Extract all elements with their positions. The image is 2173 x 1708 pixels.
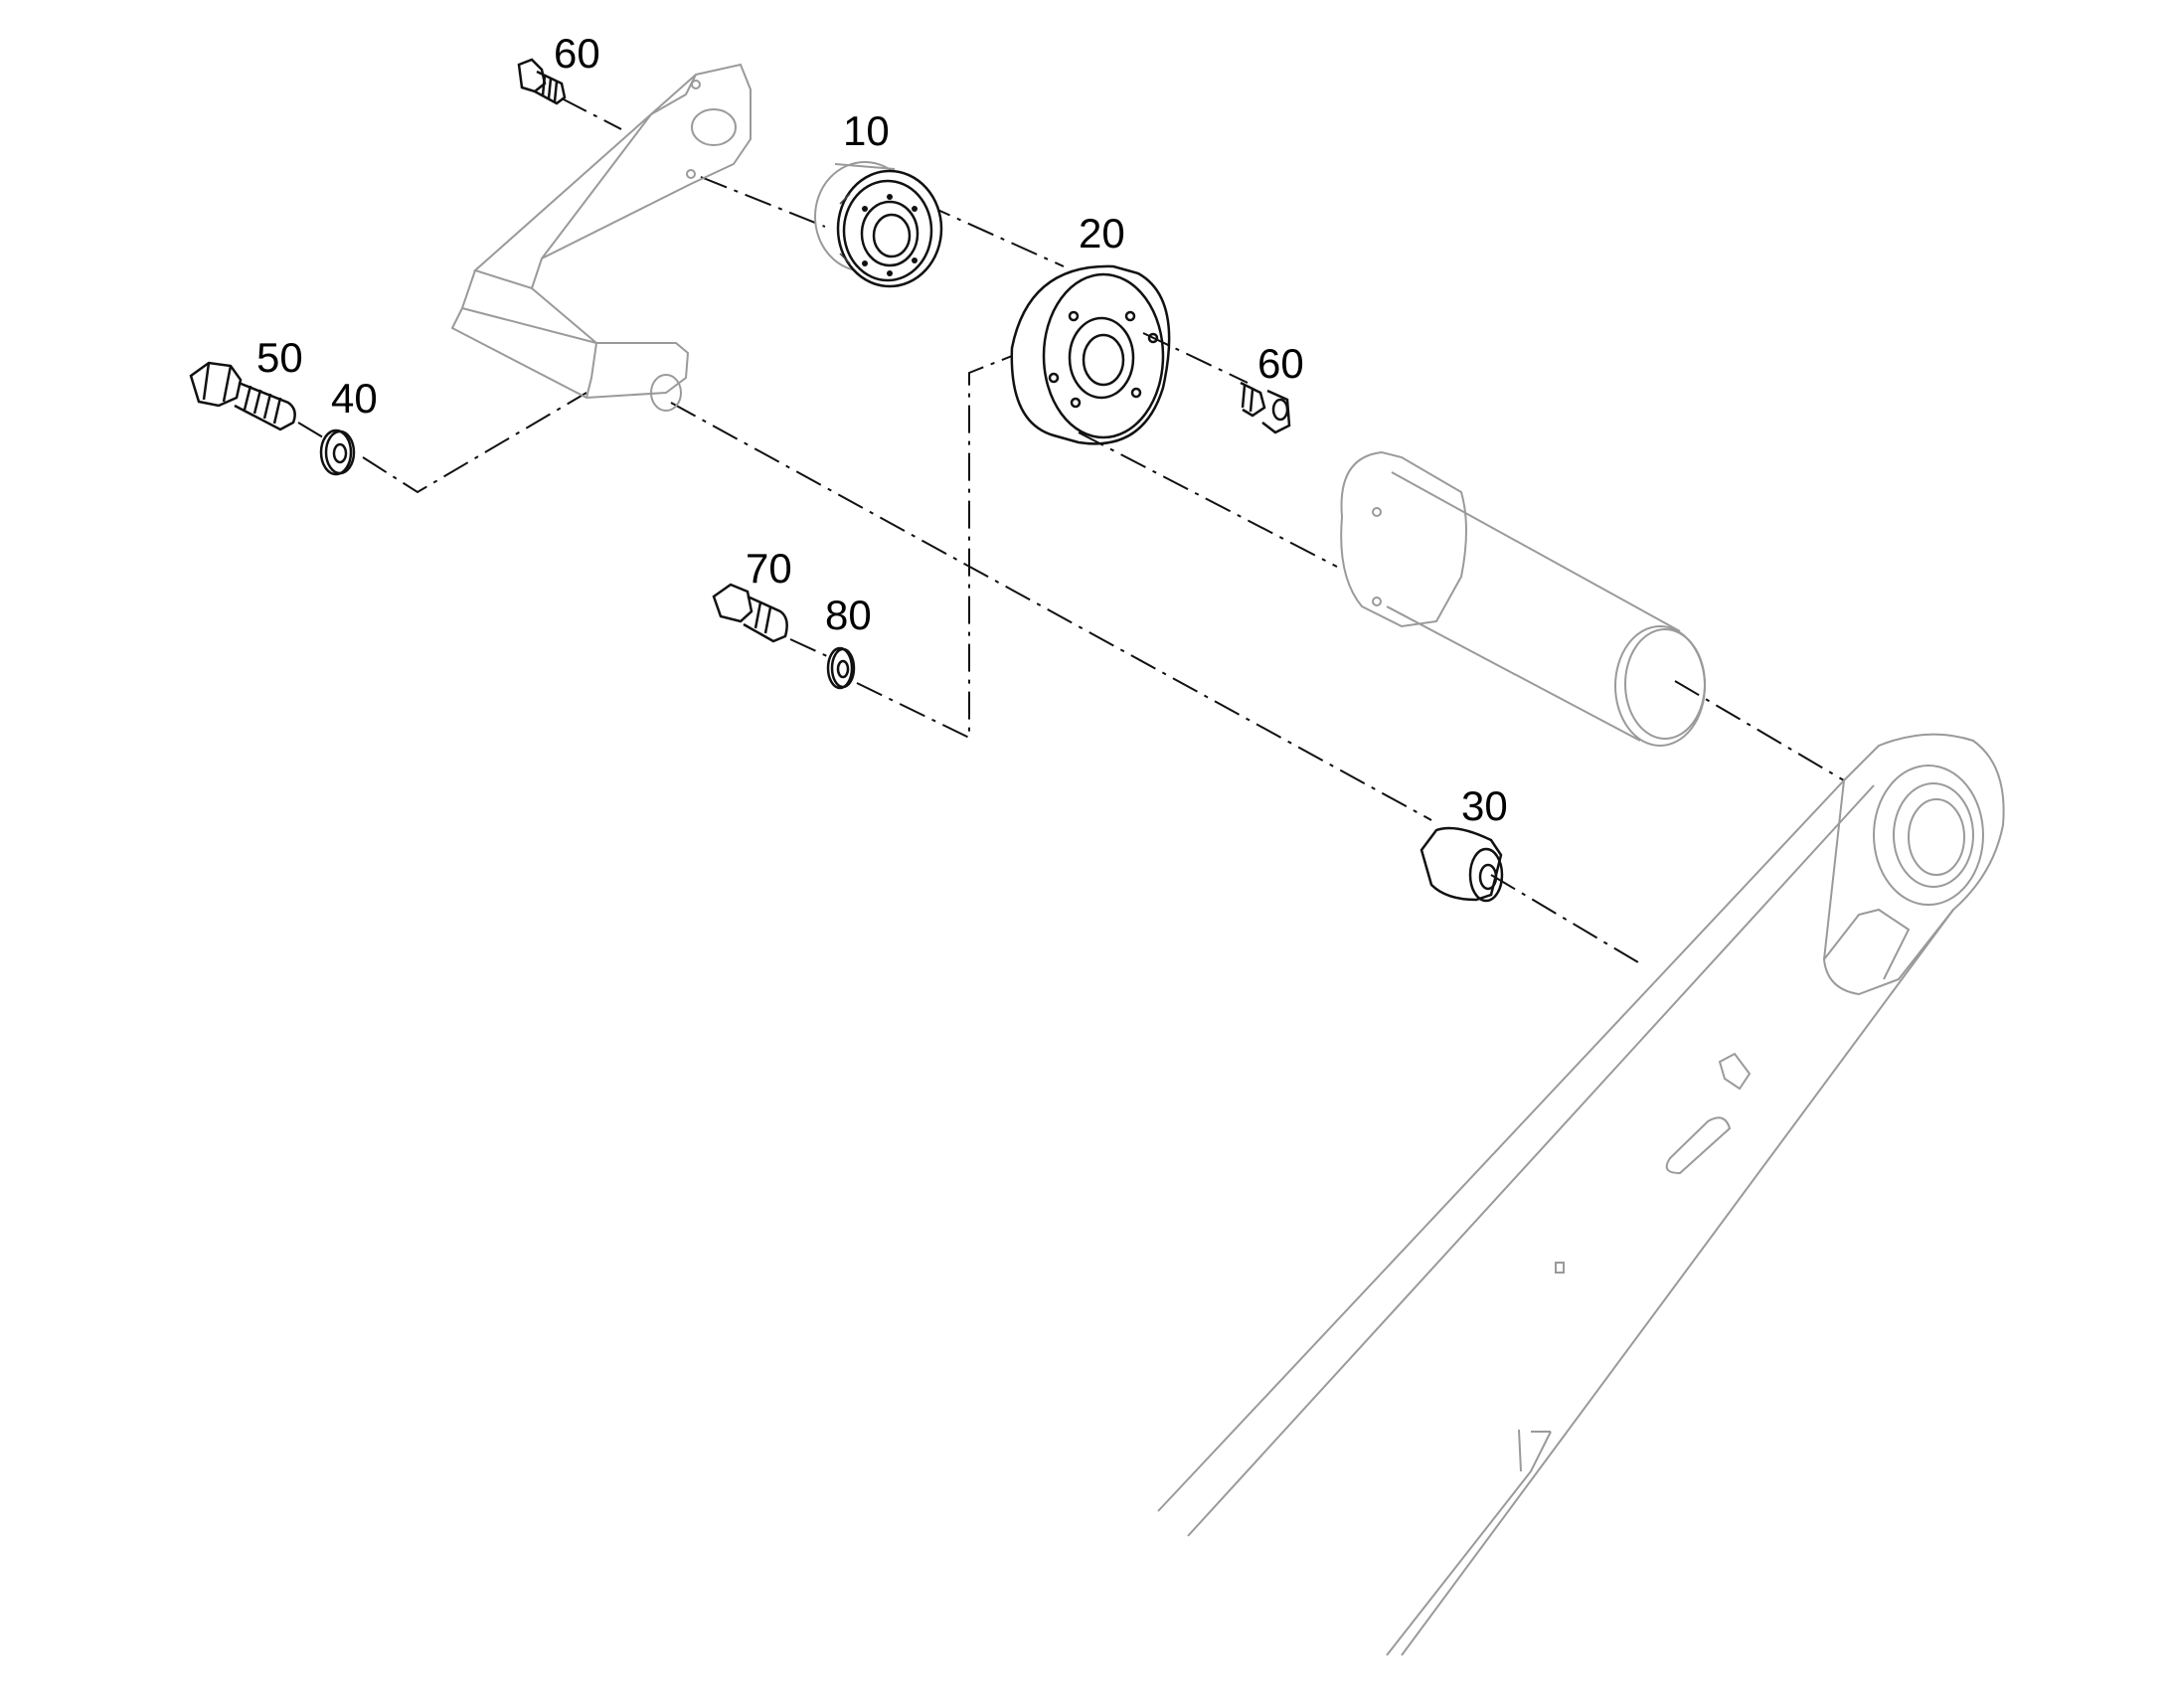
centerline-part20-cylinder <box>1078 431 1338 568</box>
centerline-30-arm <box>1490 874 1639 963</box>
cylinder-tube <box>1340 450 1706 747</box>
hex-bolt-50 <box>189 361 296 431</box>
centerline-bolt-60a <box>561 97 622 130</box>
centerline-washer-40 <box>362 392 587 494</box>
bearing-10 <box>814 161 943 288</box>
bushing-30 <box>1420 826 1504 903</box>
callout-60-lower: 60 <box>1257 340 1304 387</box>
centerline-cylinder-arm <box>1674 680 1845 781</box>
bolt-60-upper <box>517 58 567 105</box>
main-arm <box>1157 733 2005 1656</box>
callout-60-upper: 60 <box>554 30 600 77</box>
mounting-bracket <box>450 63 752 412</box>
flange-20 <box>1010 264 1171 445</box>
washer-40 <box>319 428 356 476</box>
callout-80: 80 <box>825 592 872 638</box>
centerline-bracket-30 <box>670 402 1432 821</box>
centerline-part10-20 <box>923 203 1065 267</box>
centerline-bracket-upper <box>700 176 826 228</box>
callout-10: 10 <box>843 107 890 154</box>
assembly-centerlines <box>297 97 1845 963</box>
centerline-part20-60b <box>1142 332 1249 384</box>
bolt-60-lower <box>1240 381 1291 434</box>
centerline-bolt-50-40 <box>297 422 324 438</box>
socket-bolt-70 <box>712 583 788 643</box>
centerline-bolt-70-80 <box>789 638 828 657</box>
washer-80 <box>826 646 856 690</box>
callout-40: 40 <box>331 375 378 422</box>
callout-30: 30 <box>1461 782 1508 829</box>
callout-20: 20 <box>1079 210 1125 256</box>
callout-50: 50 <box>256 334 303 381</box>
centerline-washer-80 <box>856 355 1013 740</box>
callout-70: 70 <box>746 545 792 592</box>
